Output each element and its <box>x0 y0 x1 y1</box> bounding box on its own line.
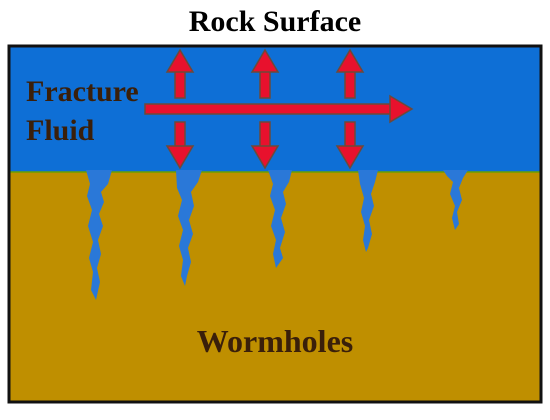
arrow-up-3 <box>335 48 365 99</box>
diagram-title: Rock Surface <box>188 5 362 38</box>
fluid-label-line1: Fracture <box>26 75 139 108</box>
arrow-up-2 <box>250 48 280 99</box>
arrow-down-1 <box>165 121 195 170</box>
arrow-down-2 <box>250 121 280 170</box>
wormhole-5 <box>443 170 468 230</box>
fluid-label-line2: Fluid <box>26 114 95 147</box>
wormhole-1 <box>86 170 112 300</box>
diagram-border <box>7 44 543 404</box>
arrow-up-1 <box>165 48 195 99</box>
wormhole-3 <box>268 170 292 268</box>
wormhole-4 <box>358 170 378 252</box>
rock-label: Wormholes <box>197 323 353 359</box>
flow-arrow-right <box>144 94 414 124</box>
arrow-down-3 <box>335 121 365 170</box>
wormhole-2 <box>176 170 202 286</box>
